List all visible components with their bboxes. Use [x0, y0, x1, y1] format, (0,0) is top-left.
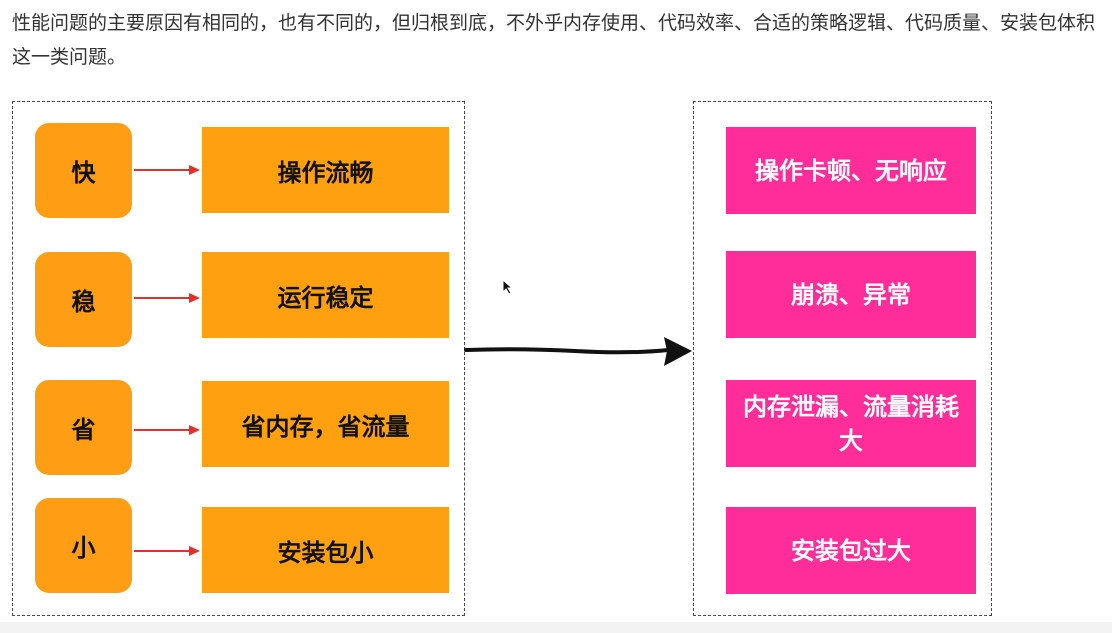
problem-box: 崩溃、异常 [726, 251, 976, 338]
problem-box: 内存泄漏、流量消耗大 [726, 380, 976, 467]
goal-desc-label: 安装包小 [277, 538, 374, 567]
problem-label: 内存泄漏、流量消耗大 [743, 392, 959, 455]
goal-key-box: 小 [35, 498, 132, 593]
problem-label: 操作卡顿、无响应 [755, 156, 947, 185]
goal-desc-box: 省内存，省流量 [202, 381, 449, 467]
goal-key-box: 稳 [35, 252, 132, 347]
goal-desc-label: 操作流畅 [277, 158, 374, 187]
mouse-pointer-icon [502, 279, 514, 295]
goal-desc-label: 省内存，省流量 [241, 412, 410, 441]
goal-desc-box: 安装包小 [202, 507, 449, 593]
goal-key-label: 小 [71, 534, 96, 562]
goal-key-label: 快 [71, 159, 96, 187]
bottom-strip [0, 622, 1112, 633]
goal-key-label: 稳 [71, 288, 96, 316]
problem-label: 安装包过大 [791, 536, 911, 565]
goal-key-box: 快 [35, 123, 132, 218]
goal-key-box: 省 [35, 380, 132, 475]
goal-key-label: 省 [71, 416, 96, 444]
goal-desc-label: 运行稳定 [277, 283, 374, 312]
goal-desc-box: 操作流畅 [202, 127, 449, 213]
goal-desc-box: 运行稳定 [202, 252, 449, 338]
black-arrow-icon [464, 337, 692, 366]
problem-box: 安装包过大 [726, 507, 976, 594]
problem-box: 操作卡顿、无响应 [726, 127, 976, 214]
problem-label: 崩溃、异常 [791, 280, 911, 309]
intro-paragraph: 性能问题的主要原因有相同的，也有不同的，但归根到底，不外乎内存使用、代码效率、合… [12, 12, 1096, 68]
